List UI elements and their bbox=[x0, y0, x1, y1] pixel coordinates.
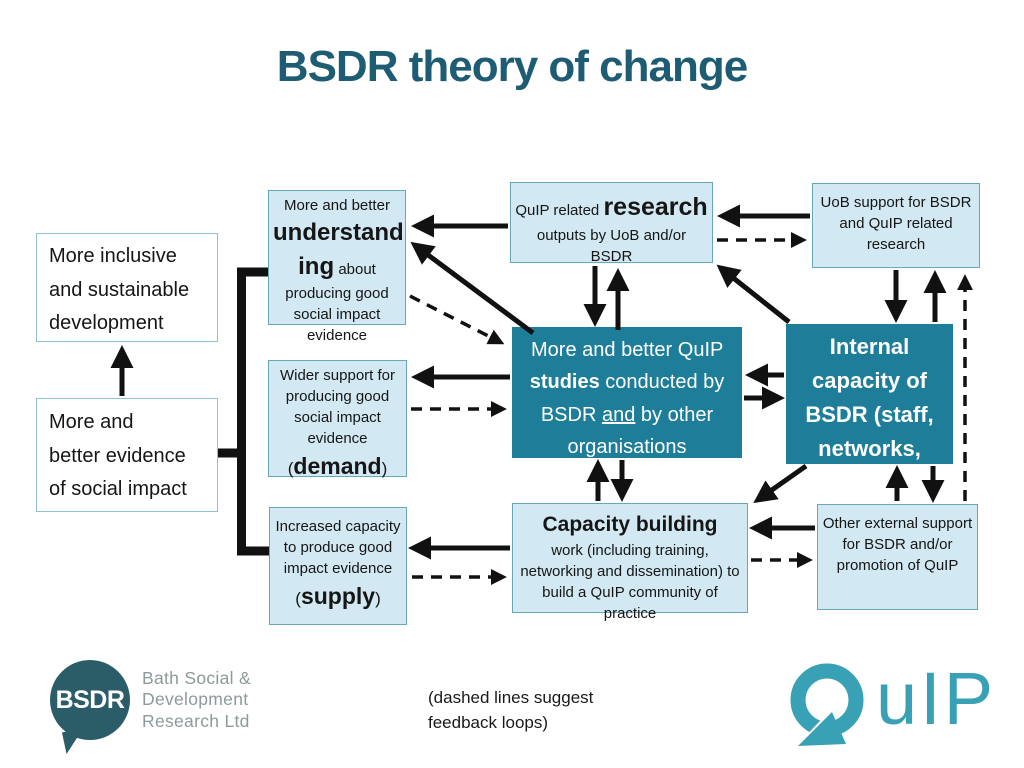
text-segment: Increased capacity to produce good impac… bbox=[275, 518, 401, 577]
text-line: (supply) bbox=[274, 580, 402, 612]
text-line: better evidence bbox=[49, 444, 186, 467]
text-segment: QuIP related bbox=[515, 202, 600, 219]
text-segment-underlined: and bbox=[601, 403, 636, 426]
quip-logo: uIP bbox=[782, 660, 996, 752]
box-understanding: More and better understand ing about pro… bbox=[268, 190, 406, 344]
box-text: Internal capacity of BSDR (staff, networ… bbox=[805, 334, 934, 462]
box-quip-studies: More and better QuIP studies conducted b… bbox=[512, 327, 742, 458]
box-heading: Capacity building bbox=[542, 513, 718, 536]
box-text: More inclusive and sustainable developme… bbox=[37, 234, 217, 347]
bracket-connector bbox=[237, 267, 269, 556]
text-line: of social impact bbox=[49, 478, 187, 501]
text-segment: conducted by BSDR bbox=[540, 371, 725, 426]
text-segment: More and better QuIP bbox=[531, 339, 723, 361]
box-more-better-evidence: More and better evidence of social impac… bbox=[36, 398, 218, 512]
text-segment-bold: studies bbox=[529, 371, 600, 394]
box-wider-support-demand: Wider support for producing good social … bbox=[268, 360, 407, 479]
box-text: More and better QuIP studies conducted b… bbox=[512, 327, 742, 468]
bsdr-company-name: Bath Social & Development Research Ltd bbox=[142, 667, 251, 731]
text-segment-bold: ing bbox=[298, 252, 335, 280]
text-line: (demand) bbox=[273, 450, 402, 482]
box-internal-capacity: Internal capacity of BSDR (staff, networ… bbox=[786, 324, 953, 464]
text-segment: Wider support for producing good social … bbox=[279, 367, 396, 447]
box-text: Capacity building work (including traini… bbox=[513, 504, 747, 628]
box-text: Increased capacity to produce good impac… bbox=[270, 508, 406, 616]
text-line: More and bbox=[49, 411, 134, 433]
bsdr-logo: BSDR Bath Social & Development Research … bbox=[50, 660, 274, 755]
text-segment-bold: demand bbox=[293, 453, 382, 479]
arrow-internal-to-research bbox=[716, 264, 791, 324]
box-more-inclusive-development: More inclusive and sustainable developme… bbox=[36, 233, 218, 342]
paren: ) bbox=[375, 589, 381, 608]
dashed-arrow-understanding-to-studies bbox=[409, 294, 505, 345]
box-increased-capacity-supply: Increased capacity to produce good impac… bbox=[269, 507, 407, 625]
arrow-internal-to-capacity bbox=[753, 463, 808, 504]
box-text: More and better understand ing about pro… bbox=[269, 191, 405, 350]
box-other-external-support: Other external support for BSDR and/or p… bbox=[817, 504, 978, 610]
text-segment-bold: understand bbox=[273, 219, 404, 246]
text-segment: outputs by UoB and/or BSDR bbox=[536, 227, 687, 265]
box-text: Wider support for producing good social … bbox=[269, 361, 406, 486]
text-segment: work (including training, networking and… bbox=[520, 542, 740, 623]
quip-letters: uIP bbox=[876, 657, 997, 740]
q-arrow-icon bbox=[790, 663, 864, 746]
feedback-loops-note: (dashed lines suggest feedback loops) bbox=[428, 688, 594, 732]
text-segment-bold: supply bbox=[300, 583, 376, 609]
box-capacity-building: Capacity building work (including traini… bbox=[512, 503, 748, 622]
text-line: More inclusive bbox=[49, 245, 177, 267]
paren: ( bbox=[295, 589, 301, 608]
box-text: Other external support for BSDR and/or p… bbox=[822, 515, 973, 574]
box-quip-research-outputs: QuIP related research outputs by UoB and… bbox=[510, 182, 713, 265]
box-text: UoB support for BSDR and QuIP related re… bbox=[820, 194, 972, 253]
text-line: and sustainable bbox=[49, 278, 190, 301]
text-segment: More and better bbox=[284, 197, 390, 214]
text-line: development bbox=[49, 312, 164, 335]
bsdr-speech-bubble-icon: BSDR bbox=[50, 660, 130, 755]
box-text: More and better evidence of social impac… bbox=[37, 399, 217, 514]
paren: ( bbox=[287, 459, 294, 478]
bsdr-acronym: BSDR bbox=[50, 660, 130, 740]
text-segment-bold: research bbox=[603, 193, 708, 221]
text-segment: about producing good social impact evide… bbox=[285, 260, 389, 345]
box-uob-support: UoB support for BSDR and QuIP related re… bbox=[812, 183, 980, 268]
paren: ) bbox=[381, 459, 388, 478]
page-title: BSDR theory of change bbox=[276, 42, 748, 91]
text-segment: by other organisations bbox=[567, 403, 714, 459]
box-text: QuIP related research outputs by UoB and… bbox=[511, 183, 712, 271]
